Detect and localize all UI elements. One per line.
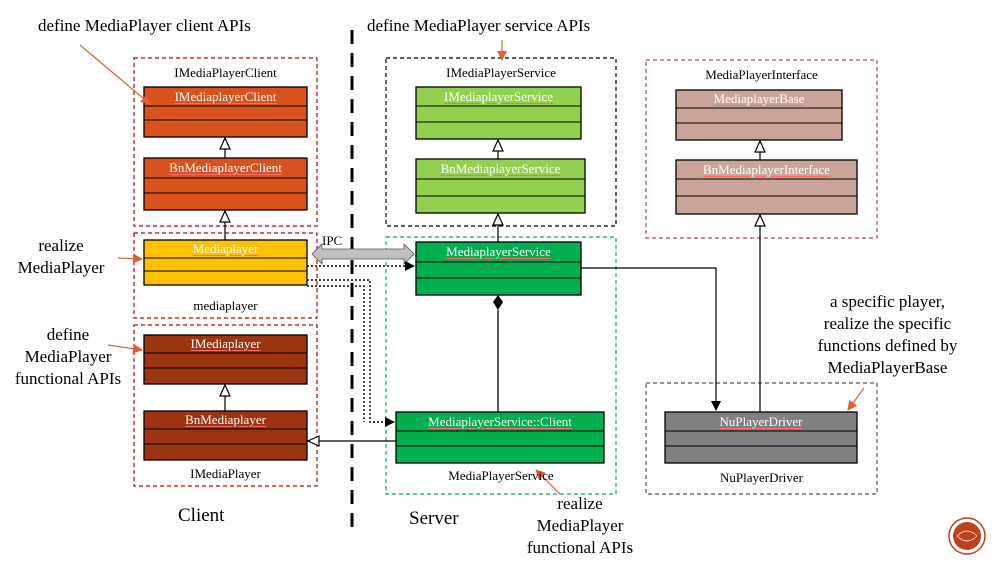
class-imediaplayer [143,334,308,385]
annot-arrow-client-apis [79,44,151,105]
annotation-define-line3: functional APIs [14,369,122,388]
class-title-imediaplayer: IMediaplayer [190,336,261,351]
package-label-mediaplayer: mediaplayer [193,298,258,313]
section-client-label: Client [178,505,225,526]
package-imediaplayer [133,324,318,487]
annot-arrow-define [107,343,143,354]
package-label-imediaplayerservice: IMediaPlayerService [446,65,556,80]
package-label-imediaplayerclient: IMediaPlayerClient [174,65,277,80]
class-bnmediaplayer [143,410,308,461]
package-label-imediaplayer: IMediaPlayer [190,466,261,481]
class-title-mediaplayerservice: MediaplayerService [446,244,551,259]
class-title-bnmediaplayerinterface: BnMediaplayerInterface [702,162,831,177]
class-title-bnmediaplayerclient: BnMediaplayerClient [169,160,282,175]
package-label-mediaplayerinterface: MediaPlayerInterface [705,67,818,82]
class-title-bnmediaplayer: BnMediaplayer [185,412,266,427]
dotted-mp-client-2 [307,285,365,422]
package-label-nuplayerdriver: NuPlayerDriver [719,470,804,485]
section-server-label: Server [409,508,459,529]
ipc-arrow [311,243,415,265]
annotation-realize-srv-line3: functional APIs [526,538,634,557]
package-nuplayerdriver [645,382,878,495]
composition-diamond [493,295,503,310]
annotation-define-line2: MediaPlayer [24,347,112,366]
class-title-bnmediaplayerservice: BnMediaplayerService [440,161,561,176]
class-bnmediaplayerservice [415,158,586,214]
class-imediaplayerclient [143,86,308,138]
class-mediaplayerservice [415,241,582,296]
assoc-service-nudriver [581,267,721,411]
class-imediaplayerservice [415,86,582,140]
annotation-service-apis: define MediaPlayer service APIs [367,16,591,35]
class-title-imediaplayerservice: IMediaplayerService [443,89,553,104]
annotation-specific-line4: MediaPlayerBase [827,358,948,377]
class-mediaplayer [143,239,308,286]
annotation-specific-line2: realize the specific [823,314,952,333]
dotted-mp-client [307,279,395,427]
annotation-realize-srv-line2: MediaPlayer [536,516,624,535]
annotation-realize-line1: realize [38,236,84,255]
class-bnmediaplayerclient [143,157,308,211]
class-title-mediaplayerbase: MediaplayerBase [713,91,805,106]
annotation-client-apis: define MediaPlayer client APIs [38,16,251,35]
ipc-label: IPC [322,233,343,248]
annot-arrow-specific [847,387,865,411]
package-mediaplayerinterface [645,59,878,239]
annot-arrow-realize [117,253,143,264]
class-title-imediaplayerclient: IMediaplayerClient [174,89,277,104]
package-label-mediaplayerservice: MediaPlayerService [448,468,554,483]
brand-logo-icon [948,517,986,555]
class-title-mediaplayer: Mediaplayer [192,241,259,256]
package-mediaplayerservice [385,236,617,495]
class-mediaplayerservice-client [395,411,605,464]
class-mediaplayerbase [675,89,843,141]
annotation-realize-srv-line1: realize [557,494,603,513]
class-title-mediaplayerservice-client: MediaplayerService::Client [428,414,572,429]
annotation-specific-line3: functions defined by [817,336,958,355]
annotation-define-line1: define [46,325,90,344]
annotation-specific-line1: a specific player, [830,292,945,311]
class-nuplayerdriver [664,411,858,464]
class-bnmediaplayerinterface [675,159,858,215]
class-title-nuplayerdriver: NuPlayerDriver [719,414,803,429]
annot-arrow-realize-srv [535,469,561,495]
annotation-realize-line2: MediaPlayer [17,258,105,277]
